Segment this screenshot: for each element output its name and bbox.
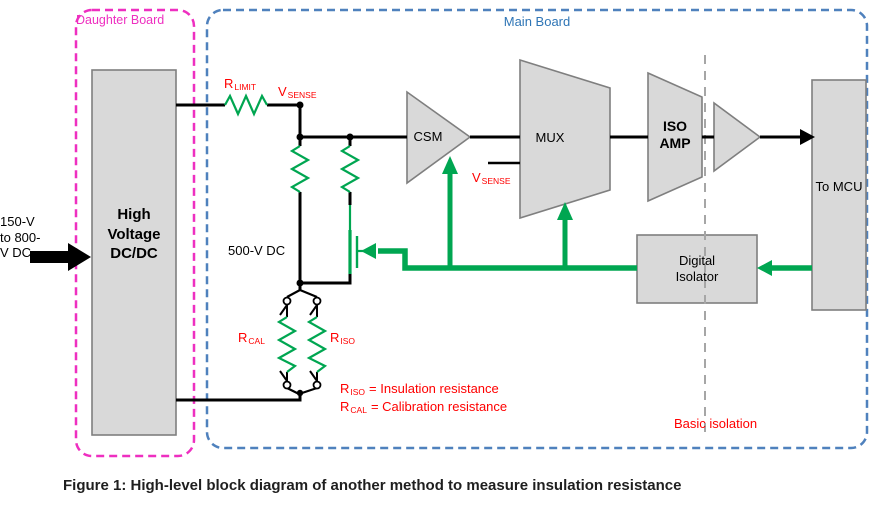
- resistor-divider-right: [339, 145, 361, 193]
- resistors: [224, 93, 361, 373]
- v-sense-top-subscript: SENSE: [287, 90, 317, 100]
- arrowhead-into-csm: [442, 156, 458, 174]
- switch-blade-iso-top: [309, 304, 318, 316]
- main-board-outline: [205, 8, 869, 450]
- arrowhead-into-gate: [361, 243, 376, 259]
- control-isolator-to-gate: [378, 248, 637, 271]
- input-arrow: [30, 243, 91, 271]
- iso-amp-label: ISO AMP: [659, 118, 691, 151]
- legend-riso-subscript: ISO: [350, 387, 366, 397]
- r-iso-label: RISO: [330, 330, 355, 346]
- csm-label: CSM: [413, 129, 443, 144]
- hv-dcdc-label: High Voltage DC/DC: [107, 206, 161, 262]
- input-source-label: 150-V to 800-V DC: [0, 214, 41, 261]
- arrowhead-into-mux: [557, 202, 573, 220]
- switch-contact: [312, 296, 322, 306]
- legend-rcal-text: = Calibration resistance: [370, 399, 508, 414]
- r-cal-symbol: R: [238, 330, 248, 345]
- arrowhead-into-isolator: [757, 260, 772, 276]
- wire-switch-split-top: [286, 288, 318, 299]
- figure-caption: Figure 1: High-level block diagram of an…: [63, 477, 682, 494]
- legend-riso: RISO= Insulation resistance: [340, 381, 499, 397]
- r-limit-subscript: LIMIT: [234, 82, 257, 92]
- junction-dots: [296, 101, 354, 397]
- mux-label: MUX: [535, 130, 565, 145]
- switch-blade-cal-top: [279, 304, 288, 316]
- junction-dot: [296, 279, 304, 287]
- control-lines: [378, 172, 812, 271]
- legend-riso-symbol: R: [340, 381, 350, 396]
- buffer-triangle: [713, 101, 762, 173]
- mosfet: [348, 205, 366, 274]
- switch-blade-iso-bottom: [309, 370, 318, 382]
- switch-contact: [312, 380, 322, 390]
- wire-rlimit-to-csm: [267, 103, 407, 139]
- switch-contact: [282, 380, 292, 390]
- to-mcu-label: To MCU: [815, 179, 863, 194]
- legend-rcal: RCAL= Calibration resistance: [340, 399, 507, 415]
- switch-contact: [282, 296, 292, 306]
- main-board-label: Main Board: [503, 14, 571, 29]
- junction-dot: [296, 101, 304, 109]
- v-sense-mux-subscript: SENSE: [481, 176, 511, 186]
- blocks: [91, 58, 867, 436]
- daughter-board-outline: [74, 8, 196, 458]
- digital-isolator-label: Digital Isolator: [675, 253, 719, 284]
- resistor-r-iso: [306, 316, 328, 373]
- r-limit-label: RLIMIT: [224, 76, 256, 92]
- mux-trapezoid: [519, 58, 611, 220]
- v-sense-mux-symbol: V: [472, 170, 481, 185]
- v-sense-mux-label: VSENSE: [472, 170, 511, 186]
- switch-blades: [279, 304, 318, 382]
- resistor-r-cal: [276, 316, 298, 373]
- to-mcu-block: [811, 79, 867, 311]
- hv-dcdc-block: [91, 69, 177, 436]
- resistor-r-limit: [224, 93, 268, 117]
- r-iso-subscript: ISO: [340, 336, 356, 346]
- legend-rcal-subscript: CAL: [350, 405, 367, 415]
- legend-riso-text: = Insulation resistance: [369, 381, 499, 396]
- junction-dot: [296, 133, 304, 141]
- switch-blade-cal-bottom: [279, 370, 288, 382]
- v-sense-top-label: VSENSE: [278, 84, 317, 100]
- junction-dot: [296, 389, 304, 397]
- junction-dot: [346, 133, 354, 141]
- r-cal-subscript: CAL: [248, 336, 265, 346]
- wire-source-to-node: [302, 274, 352, 285]
- v-sense-top-symbol: V: [278, 84, 287, 99]
- legend-rcal-symbol: R: [340, 399, 350, 414]
- r-limit-symbol: R: [224, 76, 234, 91]
- wire-switch-legs-top: [286, 305, 318, 317]
- control-arrowheads: [361, 156, 772, 276]
- r-iso-symbol: R: [330, 330, 340, 345]
- iso-amp-block: [647, 71, 703, 203]
- resistor-divider-left: [289, 145, 311, 193]
- daughter-board-label: Daughter Board: [76, 13, 165, 27]
- switch-contacts: [282, 296, 322, 390]
- basic-isolation-label: Basic isolation: [674, 416, 758, 431]
- bus-500v-label: 500-V DC: [228, 243, 286, 258]
- mcu-arrowhead: [800, 129, 815, 145]
- r-cal-label: RCAL: [238, 330, 265, 346]
